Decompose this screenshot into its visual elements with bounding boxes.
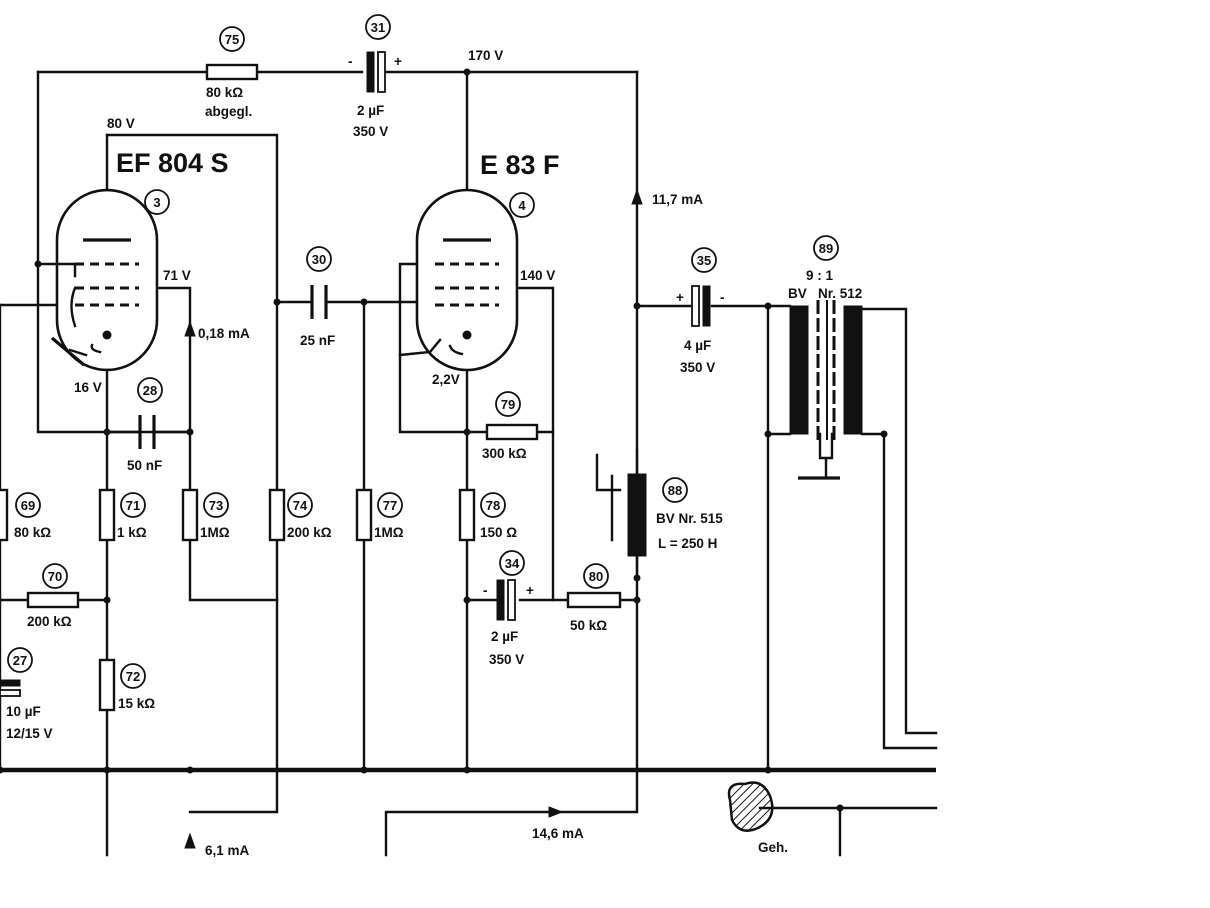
tube2-type: E 83 F [480, 150, 560, 180]
voltage-cathode-v1: 16 V [74, 380, 102, 395]
ref-73: 73 [209, 498, 223, 513]
c30-value: 25 nF [300, 333, 335, 348]
current-arrows [184, 188, 643, 849]
tube1-ref-circle [144, 189, 170, 215]
current-bottom-mid: 14,6 mA [532, 826, 584, 841]
c34-plus: + [526, 583, 534, 598]
resistor-79 [485, 423, 539, 441]
r78-value: 150 Ω [480, 525, 517, 540]
r77-value: 1MΩ [374, 525, 404, 540]
ref-75: 75 [225, 32, 239, 47]
r80-value: 50 kΩ [570, 618, 607, 633]
ref-79: 79 [501, 397, 515, 412]
ref-35: 35 [697, 253, 711, 268]
c27-rating: 12/15 V [6, 726, 53, 741]
capacitor-31-neg-plate [366, 51, 375, 93]
ref-markers: 75 31 30 28 35 89 69 71 73 74 77 78 79 7… [7, 14, 839, 689]
c27-value: 10 µF [6, 704, 41, 719]
resistor-77 [355, 488, 373, 542]
r69-value: 80 kΩ [14, 525, 51, 540]
chassis-symbol: Geh. [727, 781, 788, 855]
ref-27: 27 [13, 653, 27, 668]
resistor-72 [98, 658, 116, 712]
ref-80: 80 [589, 569, 603, 584]
tube1-type: EF 804 S [116, 148, 229, 178]
resistors [0, 63, 622, 712]
ref-31: 31 [371, 20, 385, 35]
resistor-73 [181, 488, 199, 542]
current-supply: 11,7 mA [652, 192, 703, 207]
c31-value: 2 µF [357, 103, 384, 118]
ref-77: 77 [383, 498, 397, 513]
chassis-label: Geh. [758, 840, 788, 855]
c28-value: 50 nF [127, 458, 162, 473]
r75-note: abgegl. [205, 104, 252, 119]
current-screen-v1: 0,18 mA [198, 326, 250, 341]
ref-74: 74 [293, 498, 308, 513]
ref-89: 89 [819, 241, 833, 256]
ref-34: 34 [505, 556, 520, 571]
r70-value: 200 kΩ [27, 614, 72, 629]
c31-rating: 350 V [353, 124, 388, 139]
arrow-up-0-18ma [184, 320, 196, 337]
c35-minus: - [720, 290, 725, 305]
tube-e83f: 4 E 83 F [398, 150, 560, 372]
ref-69: 69 [21, 498, 35, 513]
r79-value: 300 kΩ [482, 446, 527, 461]
c31-minus: - [348, 54, 353, 69]
current-bottom-left: 6,1 mA [205, 843, 250, 858]
c34-minus: - [483, 583, 488, 598]
ref-72: 72 [126, 669, 140, 684]
tube2-ref: 4 [518, 198, 526, 213]
capacitors [0, 51, 711, 697]
l88-part: BV Nr. 515 [656, 511, 723, 526]
voltage-cathode-v2: 2,2V [432, 372, 460, 387]
r71-value: 1 kΩ [117, 525, 147, 540]
choke-88 [595, 448, 647, 580]
resistor-75 [205, 63, 259, 81]
c34-rating: 350 V [489, 652, 524, 667]
c35-plus: + [676, 290, 684, 305]
transformer-89 [789, 300, 863, 480]
resistor-78 [458, 488, 476, 542]
c35-rating: 350 V [680, 360, 715, 375]
ref-78: 78 [486, 498, 500, 513]
tube1-ref: 3 [153, 195, 160, 210]
t89-bv: BV [788, 286, 807, 301]
c35-value: 4 µF [684, 338, 711, 353]
voltage-supply: 170 V [468, 48, 503, 63]
c31-plus: + [394, 54, 402, 69]
ref-30: 30 [312, 252, 326, 267]
ref-28: 28 [143, 383, 157, 398]
voltage-screen-v1: 71 V [163, 268, 191, 283]
c34-value: 2 µF [491, 629, 518, 644]
voltage-screen-v2: 140 V [520, 268, 555, 283]
t89-ratio: 9 : 1 [806, 268, 834, 283]
labels: 170 V 80 V 71 V 16 V 140 V 2,2V 11,7 mA … [6, 48, 862, 858]
tube-ef804s: 3 EF 804 S [36, 148, 229, 372]
arrow-right-14-6ma [548, 806, 564, 818]
t89-part: Nr. 512 [818, 286, 862, 301]
arrow-up-6-1ma [184, 832, 196, 849]
r72-value: 15 kΩ [118, 696, 155, 711]
tube2-ref-circle [509, 192, 535, 218]
junction-dots [0, 68, 888, 812]
l88-inductance: L = 250 H [658, 536, 717, 551]
arrow-up-11-7ma [631, 188, 643, 205]
ref-71: 71 [126, 498, 140, 513]
ref-70: 70 [48, 569, 62, 584]
resistor-71 [98, 488, 116, 542]
voltage-anode-v1: 80 V [107, 116, 135, 131]
ref-88: 88 [668, 483, 682, 498]
r74-value: 200 kΩ [287, 525, 332, 540]
r75-value: 80 kΩ [206, 85, 243, 100]
resistor-70 [26, 591, 80, 609]
resistor-74 [268, 488, 286, 542]
r73-value: 1MΩ [200, 525, 230, 540]
resistor-69 [0, 488, 9, 542]
resistor-80 [566, 591, 622, 609]
